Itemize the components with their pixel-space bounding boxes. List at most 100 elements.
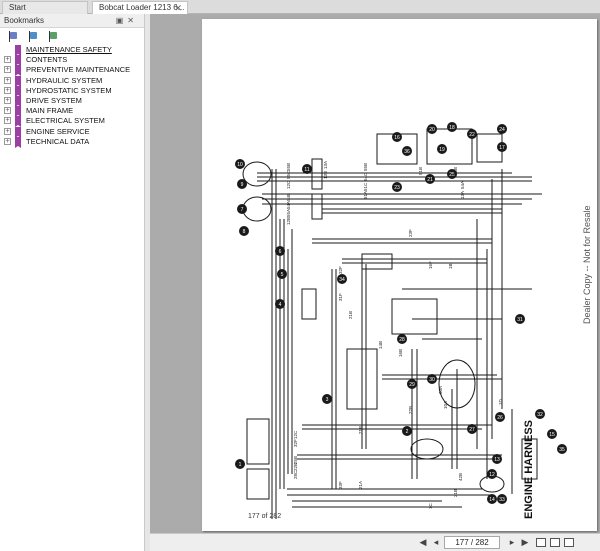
callout-number: 26 xyxy=(497,415,503,421)
watermark-text: Dealer Copy -- Not for Resale xyxy=(582,205,592,324)
callout-marker xyxy=(337,274,347,284)
wire-label: 54A xyxy=(460,181,465,189)
callout-number: 2 xyxy=(406,429,409,435)
page-number-field[interactable]: 177 / 282 xyxy=(444,536,500,549)
bookmark-icon xyxy=(15,106,21,118)
bookmarks-title: Bookmarks xyxy=(4,16,45,25)
wire-label: 54A xyxy=(286,201,291,209)
callout-marker xyxy=(392,132,402,142)
tab-start-label: Start xyxy=(9,3,26,12)
callout-marker xyxy=(397,334,407,344)
bookmark-label: MAIN FRAME xyxy=(26,106,74,116)
float-panel-icon[interactable]: ▣ xyxy=(115,16,128,25)
callout-marker xyxy=(557,444,567,454)
callout-marker xyxy=(487,494,497,504)
bookmark-icon xyxy=(15,126,21,138)
callout-number: 4 xyxy=(279,302,282,308)
next-page-icon[interactable]: ▸ xyxy=(509,537,515,547)
callout-marker xyxy=(437,144,447,154)
callout-marker xyxy=(235,459,245,469)
callout-number: 31 xyxy=(517,317,523,323)
callout-marker xyxy=(402,146,412,156)
wire-label: 51C xyxy=(363,182,368,191)
navigation-bar: ◀ ◂ 177 / 282 ▸ ▶ xyxy=(150,533,600,551)
wire-label: 42B xyxy=(458,473,463,481)
wire-label: 55A xyxy=(286,209,291,217)
wire-label: 32F xyxy=(338,266,343,274)
tab-document[interactable]: Bobcat Loader 1213 6... ✕ xyxy=(92,1,188,14)
expand-icon[interactable]: + xyxy=(4,86,11,94)
wire-label: 21B xyxy=(358,426,363,434)
bookmark-find-icon[interactable] xyxy=(48,31,59,42)
bookmark-label: ELECTRICAL SYSTEM xyxy=(26,116,105,126)
callout-marker xyxy=(535,409,545,419)
bookmark-expand-icon[interactable] xyxy=(28,31,39,42)
callout-number: 18 xyxy=(449,125,455,131)
bookmark-icon xyxy=(15,85,21,97)
callout-marker xyxy=(497,124,507,134)
callout-number: 23 xyxy=(394,185,400,191)
wire-label: 21B xyxy=(453,489,458,497)
bookmarks-header: Bookmarks ▣✕ xyxy=(0,14,144,28)
wire-label: 21A xyxy=(358,481,363,489)
callout-marker xyxy=(237,204,247,214)
expand-icon[interactable]: + xyxy=(4,107,11,115)
fit-page-icon[interactable] xyxy=(536,538,546,547)
wire-label: 55B xyxy=(286,163,291,171)
callout-marker xyxy=(492,454,502,464)
expand-icon[interactable]: + xyxy=(4,76,11,84)
callout-marker xyxy=(392,182,402,192)
wire-label: 16F xyxy=(428,261,433,269)
callout-marker xyxy=(402,426,412,436)
wire-label: 1D xyxy=(498,398,503,405)
wire-label: 54B xyxy=(286,193,291,201)
previous-page-icon[interactable]: ◂ xyxy=(433,537,439,547)
panel-splitter[interactable] xyxy=(145,14,150,551)
expand-icon[interactable]: + xyxy=(4,96,11,104)
bookmark-icon xyxy=(15,116,21,128)
page-footer: 177 of 282 xyxy=(248,513,282,520)
close-panel-icon[interactable]: ✕ xyxy=(127,16,138,25)
first-page-icon[interactable]: ◀ xyxy=(419,537,427,547)
expand-icon[interactable]: + xyxy=(4,137,11,145)
wire-label: 55B xyxy=(363,163,368,171)
callout-number: 11 xyxy=(304,167,309,173)
expand-icon[interactable]: + xyxy=(4,117,11,125)
wire-label: 22B xyxy=(293,463,298,471)
expand-icon[interactable]: + xyxy=(4,66,11,74)
wire-label: 31F xyxy=(338,293,343,301)
callout-number: 9 xyxy=(241,182,244,188)
view-mode-icon[interactable] xyxy=(564,538,574,547)
callout-number: 16 xyxy=(394,135,400,141)
bookmark-icon xyxy=(15,55,21,67)
callout-marker xyxy=(467,129,477,139)
callout-marker xyxy=(235,159,245,169)
bookmark-icon xyxy=(15,45,21,56)
wire-label: 1B xyxy=(448,263,453,269)
tab-bar: Start Bobcat Loader 1213 6... ✕ xyxy=(0,0,600,14)
expand-icon[interactable]: + xyxy=(4,56,11,64)
bookmark-icon xyxy=(15,75,21,87)
callout-marker xyxy=(547,429,557,439)
wire-label: 28C xyxy=(293,470,298,479)
tab-start[interactable]: Start xyxy=(2,1,88,14)
expand-icon[interactable]: + xyxy=(4,127,11,135)
callout-number: 28 xyxy=(399,337,405,343)
callout-marker xyxy=(497,142,507,152)
callout-marker xyxy=(427,124,437,134)
callout-number: 24 xyxy=(499,127,505,133)
bookmark-flag-icon[interactable] xyxy=(8,31,19,42)
last-page-icon[interactable]: ▶ xyxy=(521,537,529,547)
callout-marker xyxy=(447,169,457,179)
bookmark-label: DRIVE SYSTEM xyxy=(26,95,82,105)
callout-number: 35 xyxy=(559,447,565,453)
callout-marker xyxy=(425,174,435,184)
wire-label: 12C xyxy=(286,180,291,189)
close-icon[interactable]: ✕ xyxy=(174,3,182,13)
callout-number: 10 xyxy=(237,162,243,168)
bookmark-icon xyxy=(15,65,21,77)
wire-label: 14B xyxy=(378,341,383,349)
fit-width-icon[interactable] xyxy=(550,538,560,547)
wire-label: 33F xyxy=(338,481,343,489)
